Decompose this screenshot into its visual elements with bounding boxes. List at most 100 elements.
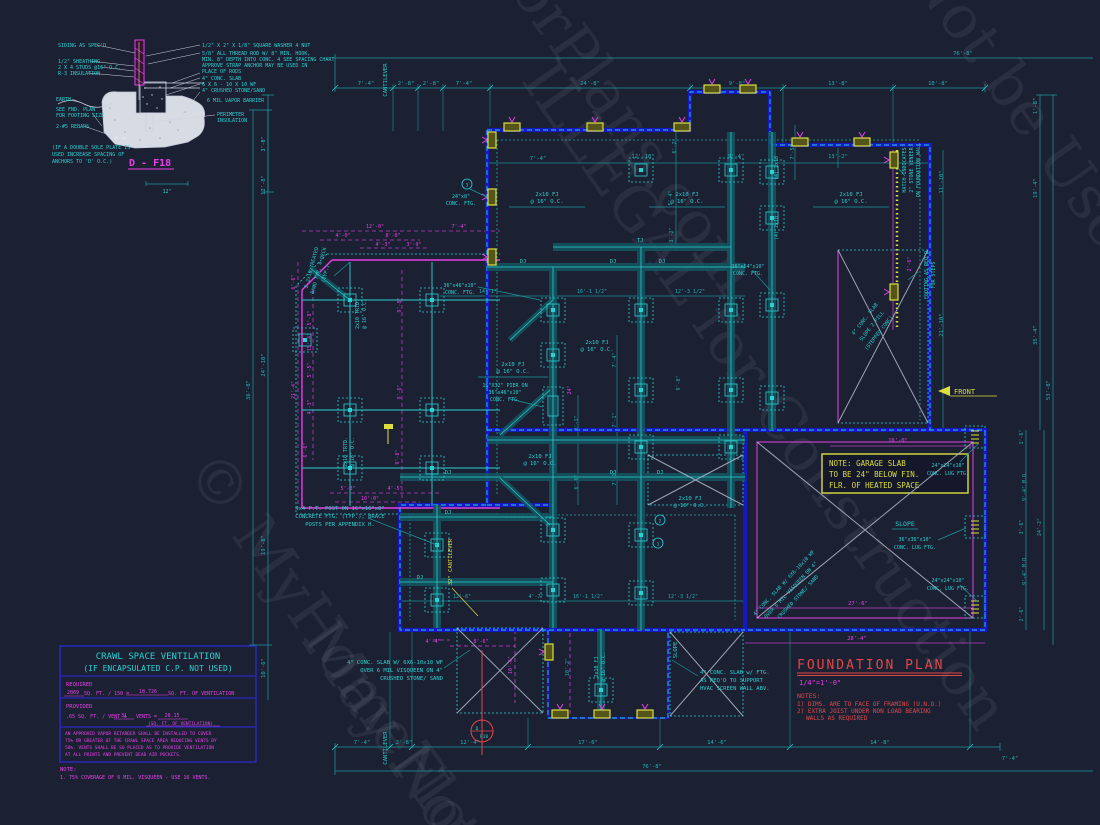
- notes-heading: NOTES:: [797, 692, 820, 700]
- detail-label: 2 X 4 STUDS @16" O.C.: [58, 65, 121, 71]
- table-title: CRAWL SPACE VENTILATION: [96, 652, 221, 662]
- garage-slab-note: NOTE: GARAGE SLAB TO BE 24" BELOW FIN. F…: [821, 453, 969, 494]
- dj-label: DJ: [445, 510, 452, 516]
- dim-label: 2'-8": [396, 740, 413, 746]
- table-text: SQ. FT. / 150 =: [84, 691, 129, 697]
- dim-label: 8'-0": [385, 233, 400, 239]
- dim-label: 12'-0": [366, 224, 384, 230]
- table-text: .65 SQ. FT. / VENT x: [66, 714, 126, 720]
- fj-text: 2x10 FJ: [675, 192, 698, 198]
- dim-label: 8'-6": [473, 639, 488, 645]
- detail-label: 6 X 6 - 10 X 10 WF: [202, 82, 256, 88]
- perimeter-insulation-section: [145, 112, 154, 132]
- dim-label: 12'-3 1/2": [668, 594, 698, 600]
- table-value: 18.726: [139, 689, 157, 695]
- dim-label: 15'-4": [307, 333, 313, 351]
- keynote-circle: [461, 178, 473, 190]
- detail-label: SEE FND. PLAN: [56, 107, 95, 113]
- note-heading: NOTE:: [60, 767, 77, 773]
- grade-line: [57, 100, 113, 108]
- fj-label: 2x10 FJ@ 16" O.C.: [509, 192, 585, 208]
- veneer-note: ON FOUNDATION WALL: [916, 143, 922, 197]
- dim-label: 36'-8": [246, 380, 252, 400]
- plan-title: FOUNDATION PLAN: [797, 658, 944, 673]
- dim-label: 12'-10": [631, 154, 654, 160]
- dim-label: 24": [567, 385, 573, 394]
- keynote-number: 2: [659, 519, 662, 525]
- marker-label: D: [476, 726, 479, 732]
- detail-label: 1/2" SHEATHING: [58, 59, 100, 65]
- dj-label: DJ: [610, 470, 617, 476]
- detail-label: R-3 INSULATION: [58, 71, 100, 77]
- pier-callout: 16"X32" PIER ON: [482, 383, 527, 389]
- dim-label: 4'-4": [425, 639, 440, 645]
- lug-callout: 24"x24"x10": [931, 463, 964, 469]
- slab-callout: 4" CONC. SLAB W/ 6X6-10x10 WF: [347, 660, 443, 666]
- note-line: WALLS AS REQUIRED: [806, 715, 868, 722]
- plan-scale: 1/4"=1'-0": [799, 679, 841, 687]
- detail-label: MIN. 8" DEPTH INTO CONC. 4 SEE SPACING C…: [202, 57, 334, 63]
- detail-label: 6 MIL VAPOR BARRIER: [207, 98, 265, 104]
- fj-text: @ 16" O.C.: [601, 652, 607, 682]
- fj-label: 2x10 FJ@ 16" O.C.: [673, 496, 706, 509]
- note-line: 1) DIMS. ARE TO FACE OF FRAMING (U.N.O.): [797, 701, 942, 708]
- detail-title: D - F18: [129, 158, 171, 169]
- detail-d-f18: SIDING AS SPEC'D 1/2" SHEATHING 2 X 4 ST…: [52, 39, 334, 195]
- slab-cross-marks: [456, 249, 974, 717]
- title-underline: [797, 672, 962, 676]
- stone-dots: [142, 86, 163, 109]
- trtd-text: 2x10 TRTD.: [355, 299, 361, 329]
- dim-label: 7'-4": [451, 224, 466, 230]
- dim-label: 9'-8": [729, 81, 746, 87]
- dim-label: 7'-5": [790, 144, 796, 159]
- cantilever-32-label: 32" CANTILEVER: [448, 538, 454, 585]
- dim-label: 3'-2": [669, 227, 675, 242]
- keynote-number: 3: [466, 183, 469, 189]
- step-flag: [384, 424, 393, 444]
- dim-label: 76'-8": [642, 764, 662, 770]
- slab-lines: [144, 82, 204, 89]
- trtd-text: 2x10 TRTD.: [343, 437, 349, 467]
- piers: [292, 157, 986, 703]
- dim-label: 1'-8": [1033, 98, 1039, 115]
- pier-callout: 36"x46"x10": [488, 390, 521, 396]
- ftg-callout: CONC. FTG.: [733, 271, 763, 277]
- dim-label: 4'-3": [307, 399, 313, 414]
- dim-label: 19'-8": [261, 535, 267, 555]
- trtd-text: @ 16" O.C.: [350, 437, 356, 467]
- dim-label: 6'-2": [672, 138, 678, 153]
- fj-label: 2x10 FJ@ 16" O.C.: [523, 454, 556, 467]
- fj-text: 2x10 FJ: [678, 496, 701, 502]
- dim-label: 12'-8": [261, 175, 267, 195]
- dim-label: 2'-6": [1019, 606, 1025, 621]
- dj-label: DJ: [417, 575, 424, 581]
- dim-label: 13'-8": [828, 81, 848, 87]
- keynote-circle: [652, 537, 664, 549]
- dim-label: 6'-6": [291, 274, 297, 289]
- deck-beams: [302, 262, 500, 506]
- ftg-callout: 24"x8": [452, 194, 470, 200]
- dim-label: 3'-0": [261, 136, 267, 151]
- dim-label: 76'-8": [953, 51, 973, 57]
- dim-label: 35'-4": [1033, 325, 1039, 345]
- lug-callout: CONC. LUG FTG.: [927, 471, 969, 477]
- deck-band: [301, 259, 500, 509]
- fj-label: 2x10 FJ@ 16" O.C.: [478, 362, 548, 378]
- quad-joist-label: (4) 2x10: [774, 216, 780, 240]
- fj-text: @ 16" O.C.: [530, 199, 563, 205]
- detail-label: 4" CONC. SLAB: [202, 76, 241, 82]
- dj-label: DJ: [520, 259, 527, 265]
- dim-label: 24'-8": [580, 81, 600, 87]
- detail-label: ANCHORS TO 'D' O.C.): [52, 159, 112, 165]
- note-text: 1. 75% COVERAGE OF 6 MIL. VISQUEEN - USE…: [60, 775, 211, 781]
- dim-label: 7'-4": [456, 81, 473, 87]
- slab-callout: CRUSHED STONE/ SAND: [380, 676, 443, 682]
- fj-text: @ 16" O.C.: [834, 199, 867, 205]
- dim-label: 14'-6": [707, 740, 727, 746]
- garage-note-line: NOTE: GARAGE SLAB: [829, 459, 906, 468]
- detail-label: PLACE OF RODS: [202, 69, 241, 75]
- dim-label: 16'-0": [888, 438, 908, 444]
- tj-label: TJ: [637, 238, 644, 244]
- dim-label: 17'-6": [578, 740, 598, 746]
